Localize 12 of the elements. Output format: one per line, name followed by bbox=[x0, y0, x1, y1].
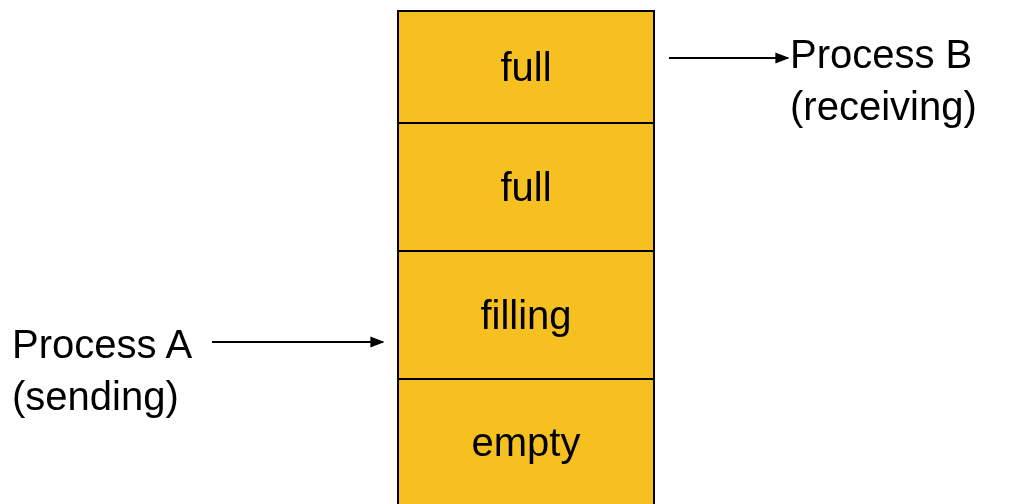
buffer-slot bbox=[397, 250, 655, 380]
slot-state: full bbox=[500, 47, 552, 87]
slot-state: full bbox=[500, 167, 552, 207]
slot-state: filling bbox=[480, 295, 572, 335]
arrow bbox=[668, 52, 790, 64]
slot-state: empty bbox=[471, 422, 581, 462]
buffer-slot bbox=[397, 10, 655, 124]
arrow bbox=[211, 336, 385, 348]
buffer-slot bbox=[397, 378, 655, 504]
buffer-slot bbox=[397, 122, 655, 252]
process-label: Process A (sending) bbox=[12, 321, 192, 420]
process-label: Process B (receiving) bbox=[790, 31, 978, 130]
